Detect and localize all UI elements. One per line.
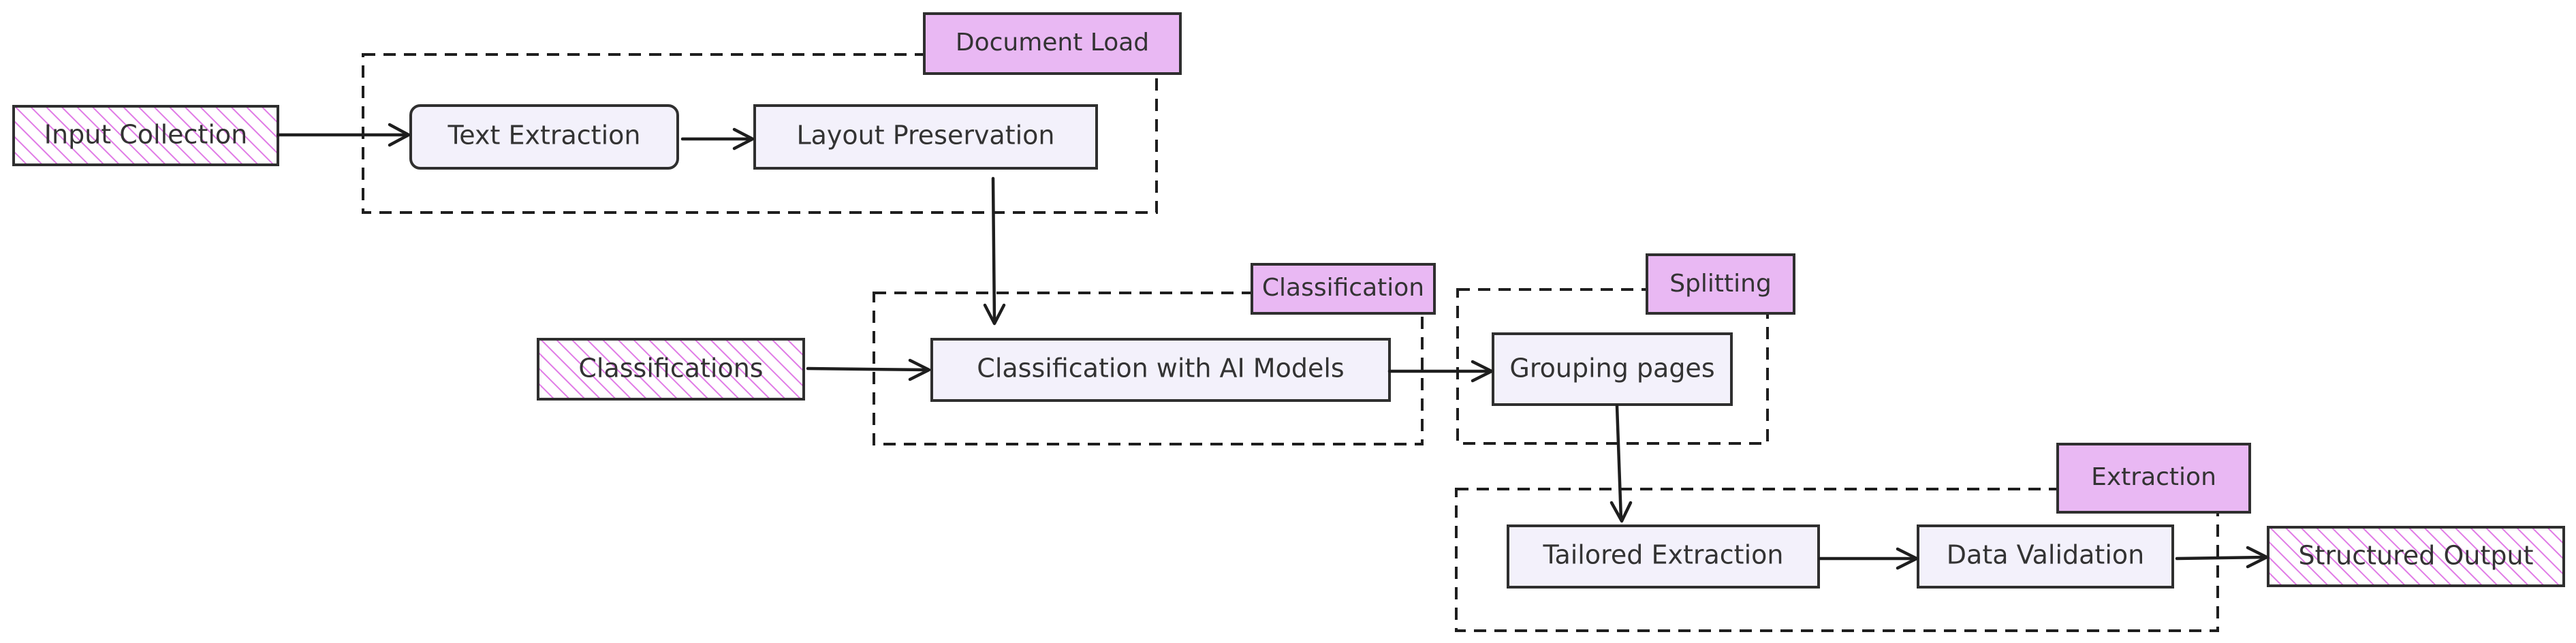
node-tailored-extraction-label: Tailored Extraction — [1543, 540, 1784, 570]
node-grouping-pages: Grouping pages — [1492, 332, 1733, 406]
arrow-grouping-to-extraction — [1609, 404, 1633, 523]
node-structured-output: Structured Output — [2267, 526, 2565, 587]
group-splitting-frame — [1456, 288, 1769, 445]
node-layout-preservation-label: Layout Preservation — [796, 121, 1054, 151]
node-classifications-label: Classifications — [578, 354, 763, 383]
node-tailored-extraction: Tailored Extraction — [1507, 524, 1820, 589]
arrow-tailored-to-validation — [1818, 547, 1919, 570]
node-input-collection-label: Input Collection — [44, 120, 247, 150]
arrow-validation-to-output — [2175, 546, 2269, 569]
node-classification-ai: Classification with AI Models — [930, 338, 1391, 402]
group-label-document-load: Document Load — [923, 12, 1182, 75]
node-data-validation-label: Data Validation — [1947, 540, 2144, 570]
node-input-collection: Input Collection — [12, 105, 279, 166]
group-title-classification: Classification — [1262, 274, 1424, 302]
arrow-layout-to-classification — [983, 176, 1006, 326]
node-classifications: Classifications — [537, 338, 805, 401]
group-classification-frame — [873, 292, 1424, 445]
group-label-extraction: Extraction — [2056, 443, 2251, 514]
node-grouping-pages-label: Grouping pages — [1509, 354, 1714, 383]
group-title-document-load: Document Load — [956, 29, 1149, 57]
node-data-validation: Data Validation — [1917, 524, 2174, 589]
group-title-splitting: Splitting — [1669, 270, 1772, 298]
node-structured-output-label: Structured Output — [2299, 541, 2534, 571]
node-classification-ai-label: Classification with AI Models — [977, 354, 1344, 383]
node-text-extraction-label: Text Extraction — [447, 121, 641, 151]
node-text-extraction: Text Extraction — [409, 104, 679, 170]
group-title-extraction: Extraction — [2091, 463, 2216, 491]
arrow-ai-to-grouping — [1387, 360, 1494, 383]
arrow-input-to-text-extraction — [276, 123, 411, 147]
group-label-splitting: Splitting — [1646, 253, 1795, 315]
arrow-classifications-to-ai — [806, 358, 931, 381]
arrow-text-to-layout — [680, 127, 755, 151]
node-layout-preservation: Layout Preservation — [753, 104, 1098, 170]
group-label-classification: Classification — [1251, 263, 1436, 315]
